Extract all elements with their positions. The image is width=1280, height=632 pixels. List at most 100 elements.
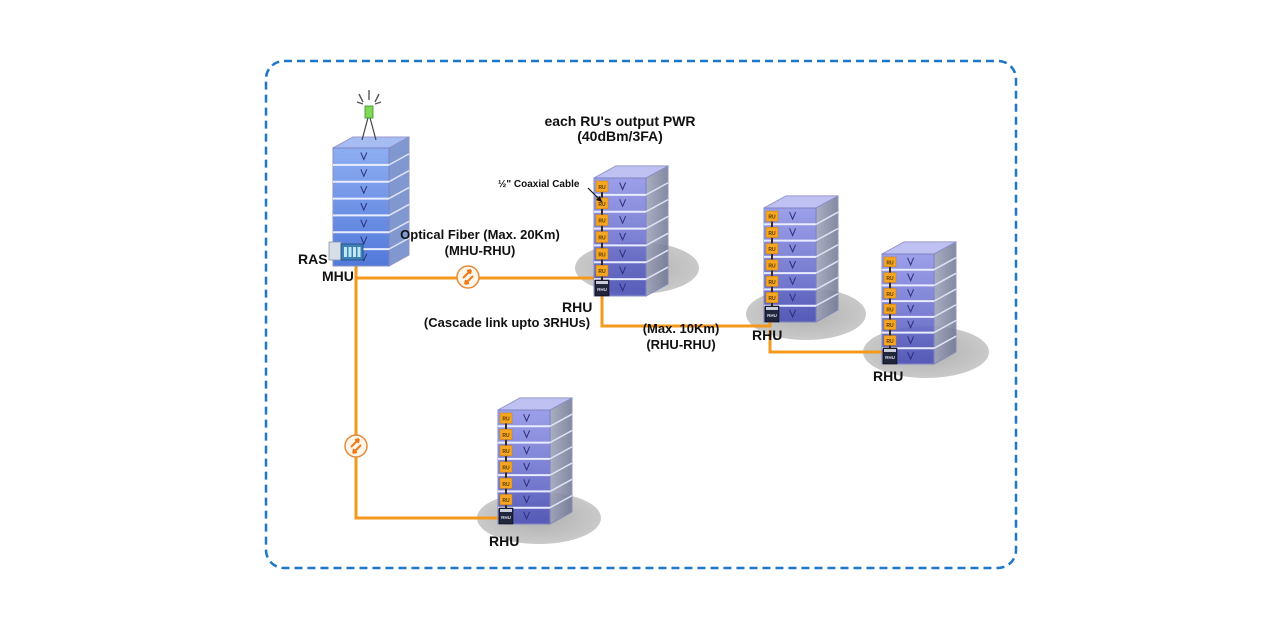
output-power-label-line2: (40dBm/3FA)	[577, 128, 663, 144]
hub-box-label: RHU	[597, 287, 607, 292]
mhu-port	[357, 247, 361, 257]
ru-module	[883, 335, 897, 346]
antenna-icon	[907, 257, 915, 267]
antenna-icon	[789, 293, 797, 302]
rhu2-hub-top	[766, 307, 778, 310]
mhu-floor-side-line	[388, 237, 410, 250]
arrow-up-right-icon	[462, 269, 472, 279]
ras-equipment-icon	[328, 241, 342, 261]
link-mhu-rhu4	[354, 278, 504, 520]
ru-module-label: RU	[886, 339, 894, 345]
ru-module	[499, 461, 513, 473]
antenna-icon	[789, 309, 797, 319]
antenna-icon	[619, 283, 627, 292]
antenna-icon	[360, 152, 368, 161]
ru-module-label: RU	[502, 433, 510, 439]
optical-fiber-label-line1: Optical Fiber (Max. 20Km)	[400, 227, 560, 242]
antenna-icon	[523, 430, 531, 439]
ru-module-label: RU	[502, 498, 510, 504]
signal-ray-icon	[356, 101, 364, 105]
antenna-icon	[523, 495, 531, 504]
arrow-down-left-icon	[464, 275, 474, 285]
rhu2-floor-side-line	[815, 276, 839, 291]
link-rhu2-rhu3	[768, 330, 888, 354]
antenna-panel-icon	[364, 105, 374, 119]
ru-module-label: RU	[598, 236, 606, 242]
cascade-link-label: (Cascade link upto 3RHUs)	[423, 315, 591, 330]
ru-module-label: RU	[886, 292, 894, 298]
ru-module-label: RU	[598, 202, 606, 208]
antenna-icon	[619, 266, 627, 275]
rhu4-floor-side-line	[549, 494, 573, 509]
mhu-floor-side-line	[388, 203, 410, 217]
ru-module	[883, 303, 897, 315]
rhu1-hub-top	[596, 281, 608, 284]
ru-module-label: RU	[768, 264, 776, 270]
ru-module	[883, 256, 897, 267]
antenna-icon	[907, 273, 915, 282]
antenna-icon	[907, 304, 915, 314]
rhu2-floor-side-line	[815, 292, 839, 307]
antenna-icon	[907, 289, 915, 298]
rhu1-floor-side-line	[645, 266, 669, 280]
rhu2-label: RHU	[752, 327, 783, 343]
rhu3-floor-side-line	[933, 288, 957, 302]
mhu-label: MHU	[322, 268, 354, 284]
ru-module	[595, 197, 609, 209]
antenna-icon	[907, 336, 915, 345]
rhu1-floor-side-line	[645, 232, 669, 247]
signal-ray-icon	[358, 93, 364, 103]
ru-module	[499, 445, 513, 457]
ru-module-label: RU	[886, 323, 894, 329]
ru-module-label: RU	[886, 308, 894, 314]
arrow-down-left-icon	[352, 444, 362, 454]
rhu3-floor-side-line	[933, 272, 957, 287]
optical-converter-ring	[456, 265, 480, 289]
rhu3-floor-side-line	[933, 304, 957, 318]
antenna-icon	[360, 202, 368, 212]
ru-module	[595, 180, 609, 193]
antenna-icon	[619, 182, 627, 191]
antenna-icon	[360, 169, 368, 178]
antenna-icon	[523, 462, 531, 472]
antenna-icon	[907, 351, 915, 361]
hub-box-label: RHU	[885, 355, 895, 360]
ru-module	[765, 292, 779, 303]
antenna-icon	[619, 249, 627, 259]
ru-module	[499, 429, 513, 440]
optical-converter-mhu-rhu4	[344, 434, 368, 458]
rhu3-hub-top	[884, 349, 896, 352]
coaxial-cable-label: ½" Coaxial Cable	[498, 179, 580, 190]
rhu1-label: RHU	[562, 299, 593, 315]
optical-converter-ring	[344, 434, 368, 458]
ru-module	[595, 265, 609, 277]
mhu-port	[344, 247, 347, 257]
ru-module-label: RU	[768, 231, 776, 237]
ru-module-label: RU	[768, 247, 776, 253]
rhu3-label: RHU	[873, 368, 904, 384]
ru-module-label: RU	[886, 260, 894, 266]
ru-module-label: RU	[598, 269, 606, 275]
ru-module	[765, 275, 779, 287]
rhu-rhu-distance-line1: (Max. 10Km)	[642, 321, 720, 336]
antenna-icon	[789, 244, 797, 253]
rhu4-floor-side-line	[549, 429, 573, 444]
ru-module-label: RU	[598, 185, 606, 191]
rhu4-floor-side-line	[549, 413, 573, 427]
dashed-frame	[264, 59, 1018, 570]
rhu3-floor-side-line	[933, 256, 957, 271]
antenna-icon	[619, 215, 627, 225]
antenna-icon	[523, 479, 531, 488]
antenna-icon	[789, 277, 797, 286]
ru-module-label: RU	[768, 280, 776, 286]
ru-module	[765, 227, 779, 238]
rhu4-label: RHU	[489, 533, 520, 549]
rhu1-floor-side-line	[645, 182, 669, 196]
antenna-icon	[789, 211, 797, 221]
mhu-floor-side-line	[388, 186, 410, 200]
antenna-icon	[360, 185, 368, 195]
